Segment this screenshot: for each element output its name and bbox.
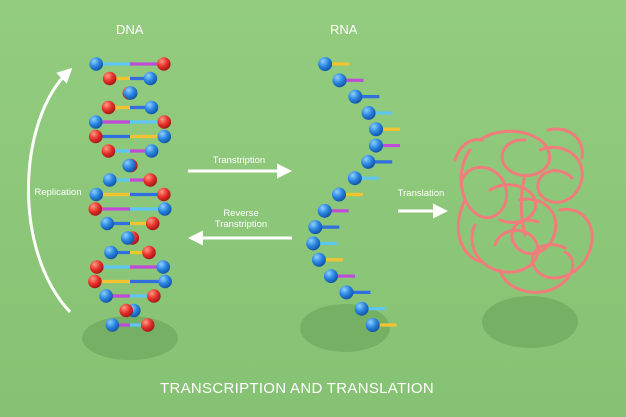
rna-nucleotide [361, 105, 376, 120]
dna-nucleotide [88, 274, 102, 289]
dna-nucleotide [158, 274, 172, 289]
rna-nucleotide [365, 318, 380, 332]
reverse-transcription-label: Reverse Transtription [198, 208, 284, 230]
rna-nucleotide [306, 236, 321, 251]
rna-nucleotide [311, 252, 326, 267]
dna-nucleotide [104, 245, 118, 260]
rna-nucleotide [318, 57, 333, 71]
dna-nucleotide [89, 260, 104, 274]
dna-nucleotide [105, 318, 120, 332]
dna-nucleotide [157, 129, 172, 144]
dna-nucleotide [143, 173, 158, 187]
dna-nucleotide [102, 71, 117, 86]
dna-nucleotide [157, 115, 172, 129]
dna-nucleotide [119, 303, 134, 318]
protein-shadow [482, 296, 578, 348]
dna-nucleotide [120, 231, 135, 245]
rna-nucleotide [308, 220, 323, 235]
replication-label: Replication [34, 187, 82, 198]
dna-heading: DNA [116, 22, 144, 37]
rna-shadow [300, 304, 390, 352]
rna-nucleotide [369, 122, 384, 137]
rna-nucleotide [347, 171, 362, 186]
rna-nucleotide [339, 285, 354, 300]
rna-nucleotide [323, 269, 338, 284]
dna-nucleotide [88, 202, 103, 216]
rna-strand [306, 57, 401, 332]
dna-nucleotide [140, 318, 155, 332]
dna-nucleotide [157, 202, 172, 216]
rna-nucleotide [368, 138, 383, 153]
dna-nucleotide [145, 216, 160, 231]
dna-shadow [82, 316, 178, 360]
dna-nucleotide [143, 71, 158, 86]
dna-nucleotide [88, 129, 103, 144]
dna-nucleotide [123, 86, 138, 100]
dna-double-helix [88, 57, 172, 332]
rna-nucleotide [332, 187, 347, 202]
dna-nucleotide [156, 260, 171, 274]
dna-nucleotide [144, 100, 159, 115]
rna-nucleotide [354, 301, 369, 316]
rna-nucleotide [317, 203, 332, 218]
dna-nucleotide [88, 115, 103, 129]
rna-heading: RNA [330, 22, 358, 37]
translation-label: Translation [397, 188, 445, 199]
diagram-title: TRANSCRIPTION AND TRANSLATION [160, 380, 435, 397]
dna-nucleotide [157, 57, 171, 71]
dna-nucleotide [142, 245, 156, 260]
dna-nucleotide [144, 144, 159, 158]
dna-nucleotide [101, 144, 116, 158]
dna-nucleotide [156, 187, 171, 202]
transcription-label: Transtription [212, 155, 266, 166]
rna-nucleotide [361, 154, 376, 169]
dna-nucleotide [102, 173, 117, 187]
protein-fold-shape [453, 127, 594, 294]
replication-arrow [27, 67, 73, 314]
reverse-transcription-line2: Transtription [214, 219, 268, 230]
dna-nucleotide [89, 57, 103, 71]
dna-nucleotide [89, 187, 104, 202]
dna-nucleotide [100, 216, 115, 231]
rna-nucleotide [332, 73, 347, 88]
dna-nucleotide [101, 100, 116, 115]
rna-nucleotide [348, 89, 363, 104]
reverse-transcription-line1: Reverse [223, 208, 259, 219]
dna-nucleotide [147, 289, 161, 303]
dna-nucleotide [99, 289, 113, 303]
dna-nucleotide [122, 158, 136, 173]
